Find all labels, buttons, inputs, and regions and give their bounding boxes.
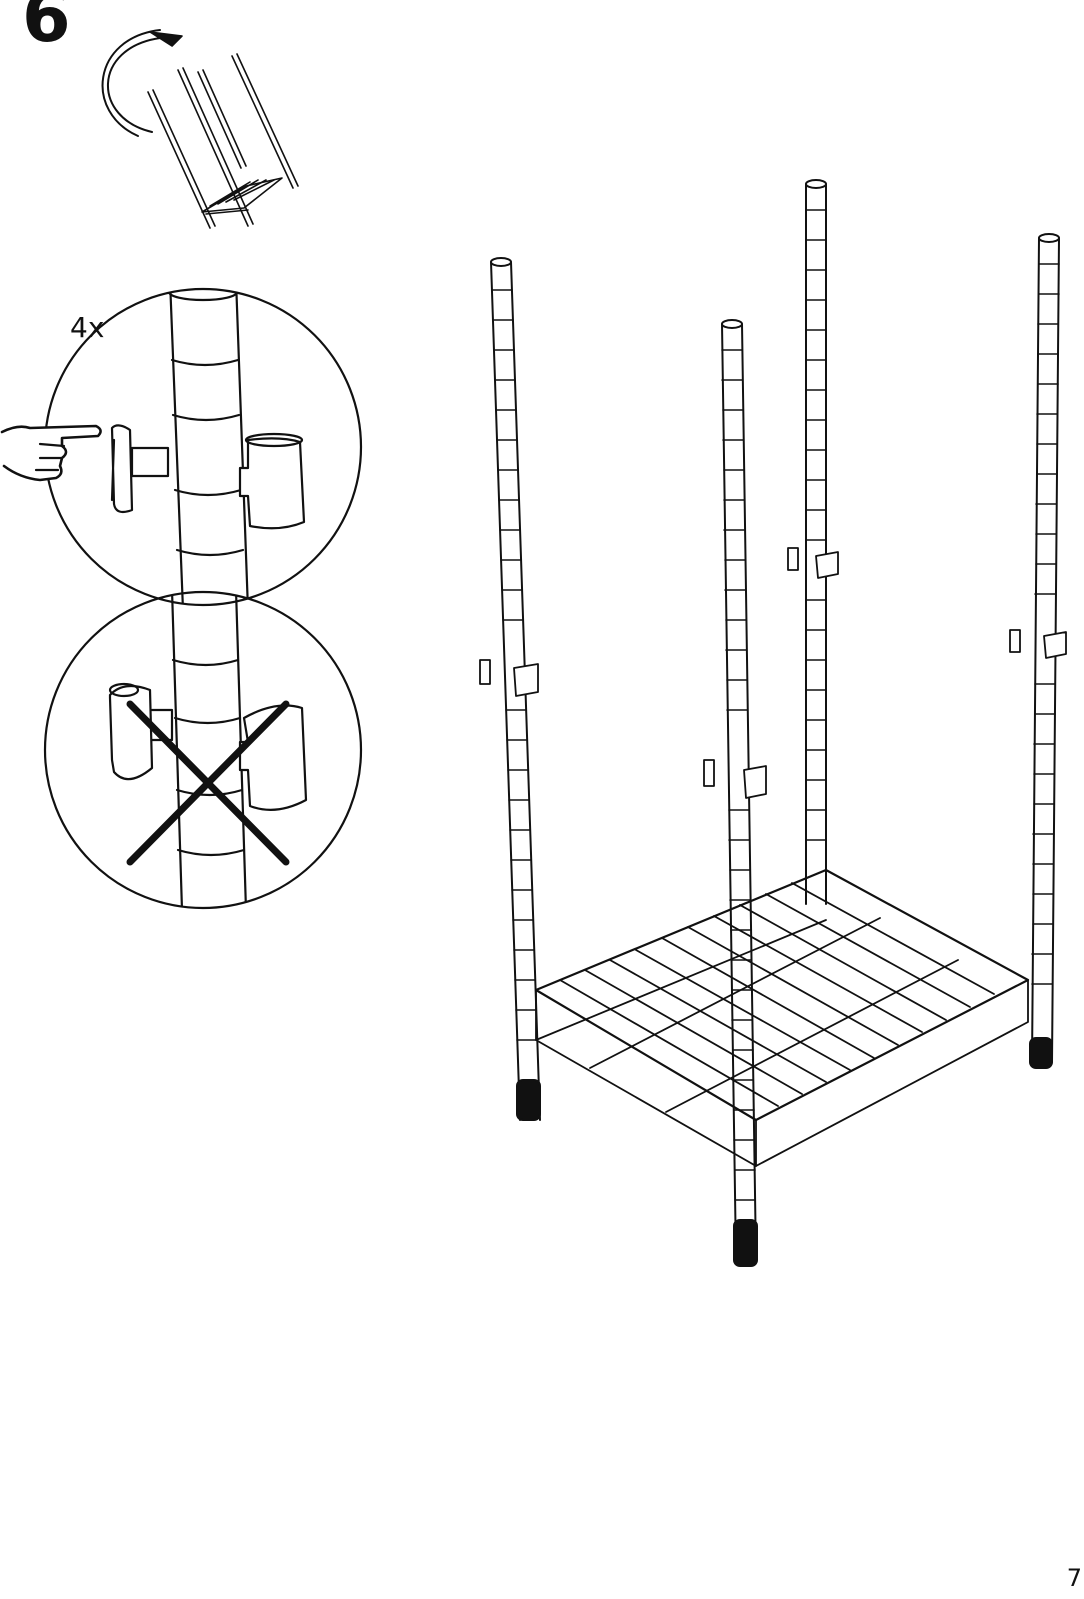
post-back-left [806,180,826,904]
thumbnail-flipped-unit [103,30,298,228]
clip-right [240,438,304,528]
post-clips [480,548,1066,798]
wire-shelf [536,870,1028,1166]
clip-left [112,425,168,512]
detail-incorrect [45,590,361,910]
pointing-hand-icon [2,426,101,480]
shelf-unit [480,180,1066,1266]
detail-correct [2,280,361,610]
